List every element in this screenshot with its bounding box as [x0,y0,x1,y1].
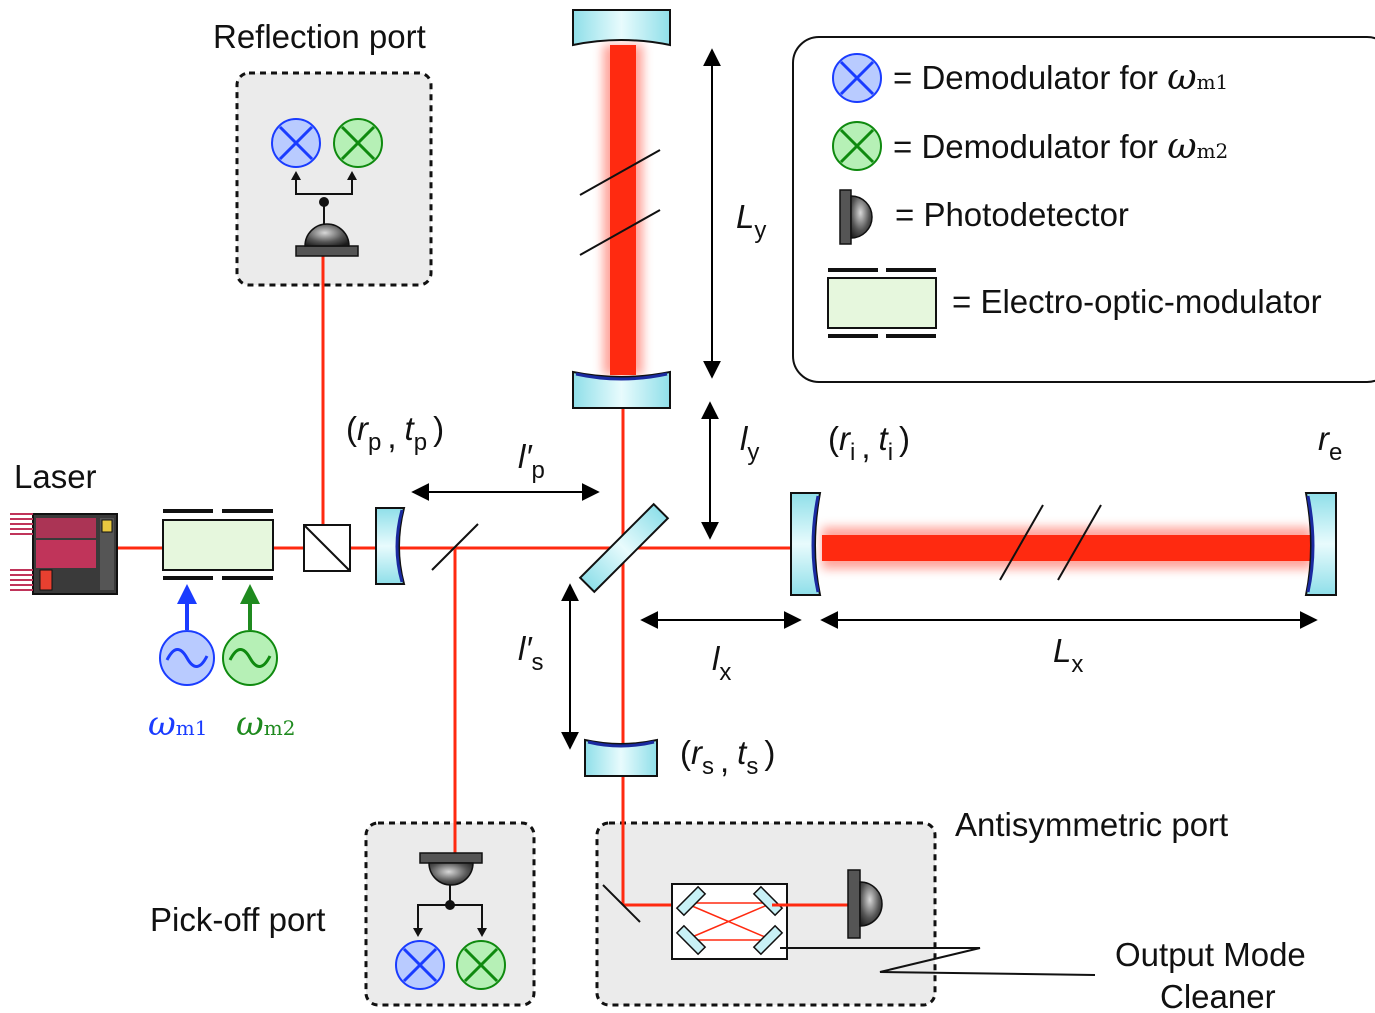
arm-break-marks [579,149,1102,581]
lpp-label: l′p [518,438,545,484]
y-arm-cavity-beam [603,45,643,375]
pickoff-mirror [431,523,479,571]
output-mode-cleaner [671,883,788,960]
lps-label: l′s [518,630,544,676]
optical-circulator [303,524,351,572]
y-input-mirror [572,370,671,409]
laser-source [10,513,118,595]
pickoff-port-box [364,821,536,1007]
y-end-mirror [572,9,671,47]
oscillator-m2 [222,584,278,686]
laser-label: Laser [14,458,97,495]
legend-demod2-text: = Demodulator for ωm2 [893,126,1228,167]
legend-photodetector-icon [839,189,873,245]
legend-demod1-icon [832,53,882,103]
as-photodetector [847,869,883,939]
lx-label: lx [712,640,731,686]
as-steering-mirror [602,884,641,923]
x-input-mirror [790,492,822,596]
omega-m2-label: ωm2 [236,704,295,744]
pickoff-demod-m2 [456,940,506,990]
legend-eom-icon [827,268,937,338]
signal-recycling-mirror [584,738,658,777]
omega-m1-label: ωm1 [148,704,207,744]
prm-coefficients: (rp,tp) [346,410,444,456]
legend-photodetector-text: = Photodetector [895,196,1129,233]
Ly-label: Ly [736,198,766,244]
pickoff-photodetector [419,852,483,886]
reflection-photodetector [295,223,359,257]
ly-label: ly [740,420,759,466]
reflection-port-label: Reflection port [213,18,426,55]
legend-demod2-icon [832,121,882,171]
legend-eom-text: = Electro-optic-modulator [952,283,1322,320]
srm-coefficients: (rs,ts) [680,734,775,780]
beam-splitter [578,502,670,594]
omc-callout-line [780,947,1096,976]
omc-label-line1: Output Mode [1115,936,1306,973]
legend-box [792,36,1375,383]
pickoff-port-label: Pick-off port [150,901,325,938]
reflection-demod-m1 [271,118,321,168]
etm-coefficient: re [1318,420,1342,466]
eom-pair [162,509,274,580]
x-arm-cavity-beam [822,527,1312,569]
itm-coefficients: (ri,ti) [828,420,910,466]
legend-demod1-text: = Demodulator for ωm1 [893,57,1228,98]
oscillator-m1 [159,584,215,686]
reflection-demod-m2 [333,118,383,168]
antisymmetric-port-label: Antisymmetric port [955,806,1228,843]
dimension-arrows [411,48,1318,750]
pickoff-demod-m1 [395,940,445,990]
Lx-label: Lx [1053,632,1083,678]
x-end-mirror [1304,492,1337,596]
omc-label-line2: Cleaner [1160,978,1276,1013]
